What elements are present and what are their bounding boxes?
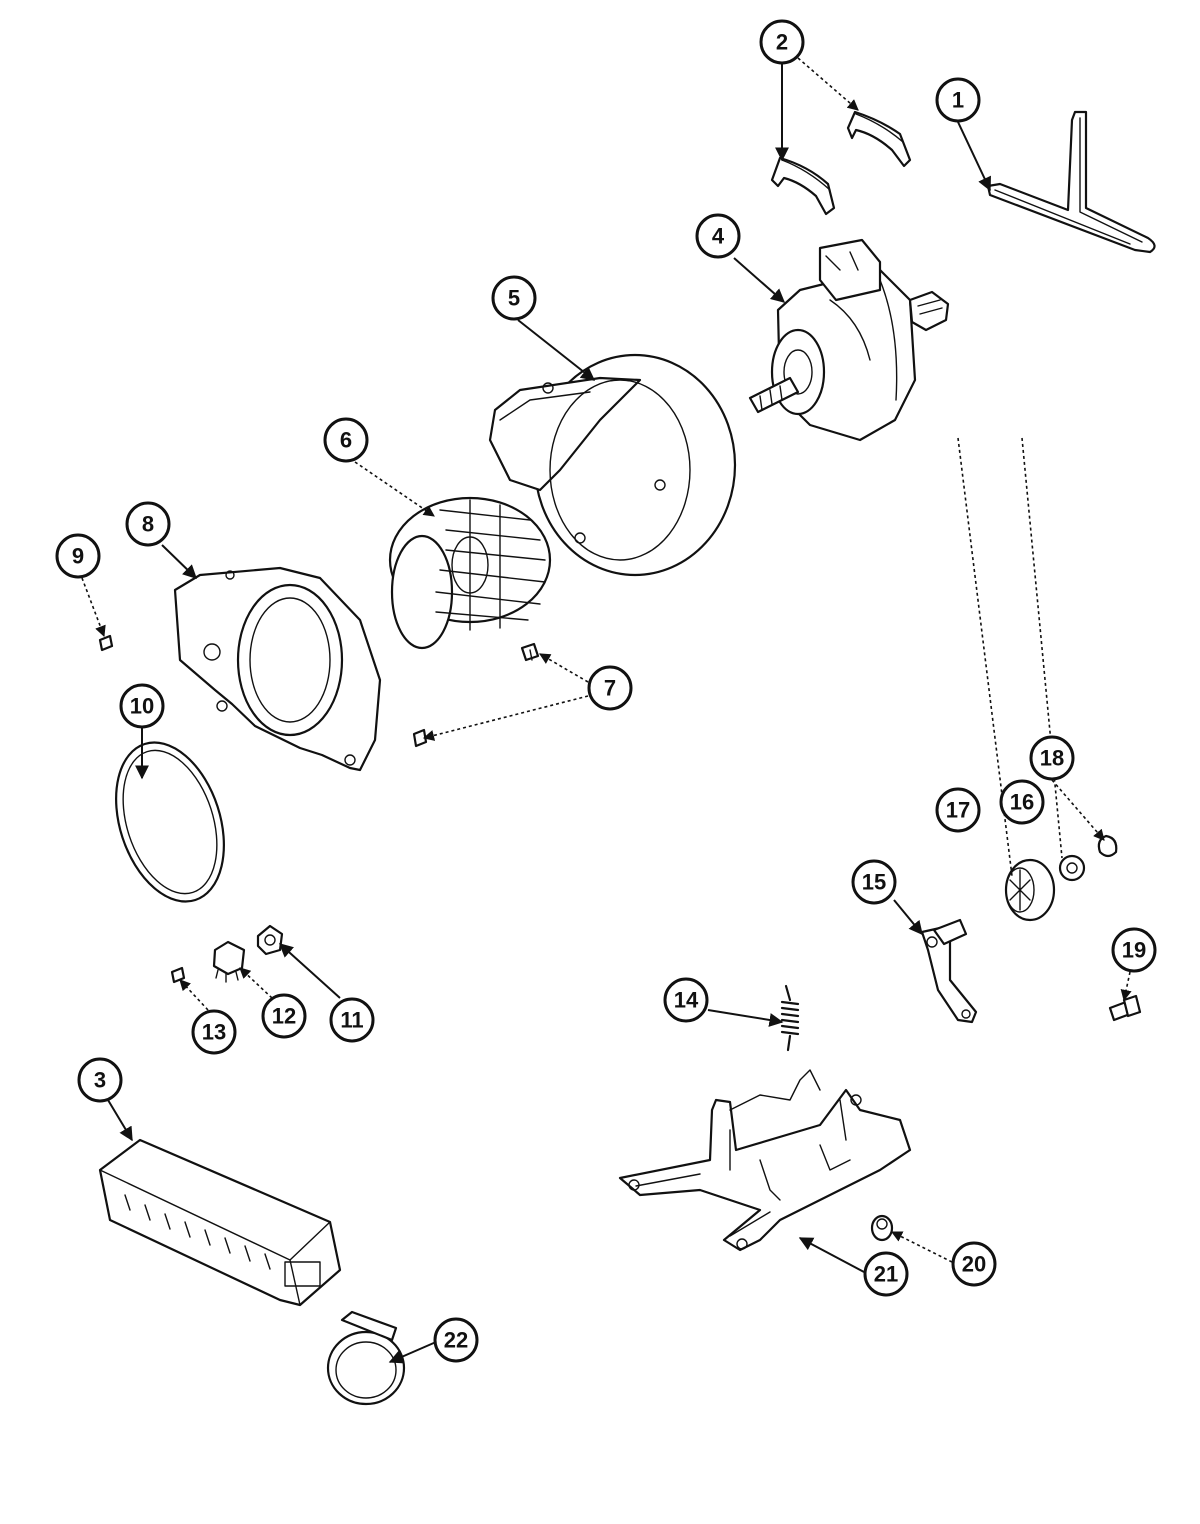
- callout-12: 12: [261, 993, 307, 1039]
- callout-label-12: 12: [272, 1004, 296, 1029]
- motor-strap-lower: [770, 156, 836, 216]
- callout-11: 11: [329, 997, 375, 1043]
- callout-22: 22: [433, 1317, 479, 1363]
- callout-label-1: 1: [952, 88, 964, 113]
- thermostat: [212, 940, 246, 983]
- callout-3: 3: [77, 1057, 123, 1103]
- callout-label-10: 10: [130, 694, 154, 719]
- callout-label-14: 14: [674, 988, 699, 1013]
- callout-10: 10: [119, 683, 165, 729]
- callout-label-22: 22: [444, 1328, 468, 1353]
- callout-label-5: 5: [508, 286, 520, 311]
- callout-9: 9: [55, 533, 101, 579]
- seal-ring: [115, 741, 225, 903]
- leader-lines: [81, 57, 1132, 1364]
- callout-label-3: 3: [94, 1068, 106, 1093]
- callout-label-7: 7: [604, 676, 616, 701]
- callout-label-18: 18: [1040, 746, 1064, 771]
- callout-label-4: 4: [712, 224, 725, 249]
- callout-5: 5: [491, 275, 537, 321]
- motor-strap-upper: [846, 110, 912, 168]
- terminal-block: [98, 1138, 342, 1307]
- callout-label-21: 21: [874, 1262, 898, 1287]
- drive-motor: [748, 238, 950, 442]
- housing-cover-plate: [173, 566, 382, 772]
- blower-wheel: [388, 496, 552, 650]
- shoulder-screw: [1108, 994, 1142, 1022]
- callout-15: 15: [851, 859, 897, 905]
- callout-label-6: 6: [340, 428, 352, 453]
- thermostat-clip: [256, 924, 284, 956]
- drive-belt: [986, 110, 1156, 254]
- callout-label-20: 20: [962, 1252, 986, 1277]
- callout-2: 2: [759, 19, 805, 65]
- mount-bushing: [870, 1214, 894, 1242]
- callout-21: 21: [863, 1251, 909, 1297]
- idler-pulley: [1004, 858, 1056, 922]
- callout-6: 6: [323, 417, 369, 463]
- cover-screw: [98, 634, 114, 652]
- callout-label-2: 2: [776, 30, 788, 55]
- callout-label-9: 9: [72, 544, 84, 569]
- callout-label-15: 15: [862, 870, 886, 895]
- thermostat-screw: [170, 966, 186, 984]
- retaining-ring: [1097, 834, 1118, 858]
- callout-18: 18: [1029, 735, 1075, 781]
- idler-spring: [780, 984, 800, 1052]
- callout-label-8: 8: [142, 512, 154, 537]
- callout-13: 13: [191, 1009, 237, 1055]
- callout-label-19: 19: [1122, 938, 1146, 963]
- callout-label-11: 11: [340, 1008, 363, 1033]
- callout-8: 8: [125, 501, 171, 547]
- motor-mount-base: [618, 1069, 912, 1252]
- callout-label-17: 17: [946, 798, 970, 823]
- hose-clamp: [326, 1310, 406, 1406]
- callout-16: 16: [999, 779, 1045, 825]
- callout-label-16: 16: [1010, 790, 1034, 815]
- idler-arm: [920, 918, 978, 1024]
- callout-4: 4: [695, 213, 741, 259]
- callout-20: 20: [951, 1241, 997, 1287]
- idler-washer: [1058, 854, 1086, 882]
- callout-1: 1: [935, 77, 981, 123]
- callout-14: 14: [663, 977, 709, 1023]
- blower-housing: [488, 353, 737, 577]
- callout-label-13: 13: [202, 1020, 226, 1045]
- callout-19: 19: [1111, 927, 1157, 973]
- callout-7: 7: [587, 665, 633, 711]
- blower-screw: [412, 642, 540, 748]
- callout-17: 17: [935, 787, 981, 833]
